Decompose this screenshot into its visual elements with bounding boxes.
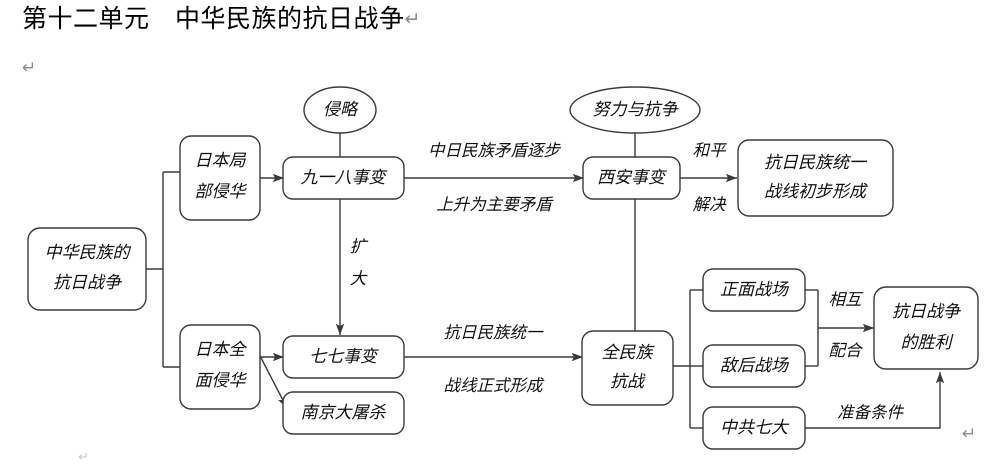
bottom-right-paragraph-mark-icon: ↵ <box>962 424 977 444</box>
node-frontal-battlefield-shape <box>702 268 806 312</box>
node-root-shape <box>27 227 147 311</box>
edge-label-mukden-to-xian-line2: 上升为主要矛盾 <box>436 195 554 214</box>
node-root[interactable]: 中华民族的 抗日战争 <box>27 227 147 311</box>
node-frontal-battlefield-label: 正面战场 <box>720 280 790 299</box>
node-victory-label-line2: 的胜利 <box>901 333 955 352</box>
node-rear-battlefield-shape <box>702 344 806 388</box>
node-root-label-line1: 中华民族的 <box>45 243 132 262</box>
node-nanjing-massacre[interactable]: 南京大屠杀 <box>282 391 405 435</box>
node-full-invasion[interactable]: 日本全 面侵华 <box>179 324 261 410</box>
node-victory[interactable]: 抗日战争 的胜利 <box>873 286 979 370</box>
node-national-resistance-label-line1: 全民族 <box>602 343 656 362</box>
node-rear-battlefield[interactable]: 敌后战场 <box>702 344 806 388</box>
node-full-invasion-label-line1: 日本全 <box>195 340 248 359</box>
node-national-resistance-label-line2: 抗战 <box>610 372 646 391</box>
node-partial-invasion-label-line1: 日本局 <box>195 151 247 170</box>
page-title: 第十二单元 中华民族的抗日战争↵ <box>22 2 421 36</box>
node-xian-incident-shape <box>582 156 681 200</box>
node-victory-shape <box>873 286 979 370</box>
edge-label-peaceful-line1: 和平 <box>693 141 728 160</box>
bottom-left-paragraph-mark-icon: ↵ <box>78 450 89 465</box>
node-partial-invasion[interactable]: 日本局 部侵华 <box>179 135 261 221</box>
edge-full-to-nanjing <box>257 351 288 409</box>
node-partial-invasion-shape <box>179 135 261 221</box>
page-title-text: 第十二单元 中华民族的抗日战争 <box>22 5 405 33</box>
node-rear-battlefield-label: 敌后战场 <box>720 356 790 375</box>
node-national-resistance[interactable]: 全民族 抗战 <box>581 330 674 406</box>
edge-label-cooperate-line1: 相互 <box>829 290 865 309</box>
node-xian-incident[interactable]: 西安事变 <box>582 156 681 200</box>
node-root-label-line2: 抗日战争 <box>53 273 123 292</box>
node-mukden-incident[interactable]: 九一八事变 <box>282 156 405 200</box>
node-frontal-battlefield[interactable]: 正面战场 <box>702 268 806 312</box>
edge-label-expand-char1: 扩 <box>350 237 369 256</box>
bubble-struggle-shape <box>569 86 701 134</box>
empty-line-paragraph-mark-icon: ↵ <box>22 58 37 78</box>
node-lugouqiao-incident-label: 七七事变 <box>309 347 379 366</box>
node-united-front-initial-shape <box>737 139 894 217</box>
edge-label-cooperate-line2: 配合 <box>829 341 865 360</box>
bubble-invasion-shape <box>303 86 377 134</box>
node-cpc-seventh-congress[interactable]: 中共七大 <box>702 406 806 450</box>
node-mukden-incident-shape <box>282 156 405 200</box>
node-full-invasion-label-line2: 面侵华 <box>195 371 248 390</box>
node-victory-label-line1: 抗日战争 <box>892 302 962 321</box>
edge-cpc-to-victory <box>805 372 945 429</box>
node-united-front-initial-label-line2: 战线初步形成 <box>764 182 869 201</box>
bubble-struggle[interactable]: 努力与抗争 <box>569 86 701 134</box>
node-xian-incident-label: 西安事变 <box>597 168 667 187</box>
node-mukden-incident-label: 九一八事变 <box>301 168 388 187</box>
node-partial-invasion-label-line2: 部侵华 <box>195 182 248 201</box>
node-united-front-initial[interactable]: 抗日民族统一 战线初步形成 <box>737 139 894 217</box>
edge-label-expand-char2: 大 <box>350 269 368 288</box>
node-lugouqiao-incident[interactable]: 七七事变 <box>282 335 405 379</box>
node-nanjing-massacre-shape <box>282 391 405 435</box>
bubble-struggle-label: 努力与抗争 <box>593 100 680 119</box>
node-nanjing-massacre-label: 南京大屠杀 <box>301 403 387 422</box>
edge-label-united-front-line1: 抗日民族统一 <box>444 323 545 342</box>
bubble-invasion[interactable]: 侵略 <box>303 86 377 134</box>
node-united-front-initial-label-line1: 抗日民族统一 <box>764 153 868 172</box>
node-lugouqiao-incident-shape <box>282 335 405 379</box>
paragraph-mark-icon: ↵ <box>404 8 421 30</box>
node-national-resistance-shape <box>581 330 674 406</box>
node-cpc-seventh-congress-label: 中共七大 <box>720 418 790 437</box>
node-full-invasion-shape <box>179 324 261 410</box>
node-cpc-seventh-congress-shape <box>702 406 806 450</box>
edge-label-peaceful-line2: 解决 <box>693 195 728 214</box>
edge-label-prepare-conditions: 准备条件 <box>837 403 905 422</box>
edge-label-mukden-to-xian-line1: 中日民族矛盾逐步 <box>428 141 562 160</box>
bubble-invasion-label: 侵略 <box>323 100 359 119</box>
edge-label-united-front-line2: 战线正式形成 <box>444 376 546 395</box>
